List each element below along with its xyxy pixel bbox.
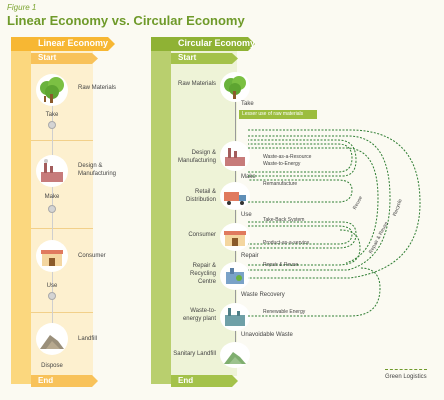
circular-start: Start <box>178 53 197 62</box>
linear-connector <box>52 88 53 353</box>
tree-icon <box>40 77 64 103</box>
landfill-icon <box>40 335 64 349</box>
circular-sanitary-node <box>220 342 250 368</box>
circular-loops <box>248 129 421 317</box>
circular-repair-node-label-2: Recycling <box>189 271 216 277</box>
circular-retail-label-1: Retail & <box>194 189 216 195</box>
circular-design-node <box>220 141 250 171</box>
linear-raw-materials-node <box>36 74 68 106</box>
loop-product-service: Product-as-a-service <box>263 240 310 246</box>
loop-take-back: Take-Back System <box>263 217 305 223</box>
linear-design-label-1: Design & <box>78 163 103 169</box>
circular-end: End <box>178 376 194 385</box>
circular-take-label: Take <box>241 101 254 107</box>
linear-use-label: Use <box>46 283 58 289</box>
truck-icon <box>224 192 246 205</box>
landfill-icon <box>224 352 246 364</box>
linear-consumer-label: Consumer <box>78 253 106 259</box>
loop-remanufacture: Remanufacture <box>263 181 298 187</box>
linear-separator <box>31 228 93 229</box>
circular-use-label: Use <box>241 212 252 218</box>
linear-design-node <box>36 155 68 187</box>
linear-panel <box>31 50 93 376</box>
recycling-icon <box>226 268 244 284</box>
tree-icon <box>224 76 246 99</box>
circular-unavoidable-label: Unavoidable Waste <box>241 332 293 338</box>
circular-vertical-bar <box>151 38 171 384</box>
circular-end-arrow <box>171 375 238 387</box>
linear-take-label: Take <box>45 112 59 118</box>
linear-end: End <box>38 376 54 385</box>
circular-design-label-1: Design & <box>191 150 216 156</box>
legend-label: Green Logistics <box>385 374 427 380</box>
linear-raw-materials-label: Raw Materials <box>78 85 117 91</box>
loop-waste-resource: Waste-as-a-Resource <box>263 154 312 160</box>
linear-landfill-label: Landfill <box>78 336 98 342</box>
figure-label: Figure 1 <box>7 3 37 12</box>
circular-retail-label-2: Distribution <box>185 197 216 203</box>
circular-consumer-label: Consumer <box>188 232 216 238</box>
linear-end-arrow <box>31 375 98 387</box>
circular-sanitary-label: Sanitary Landfill <box>173 351 216 357</box>
factory-icon <box>225 148 245 166</box>
linear-consumer-node <box>36 240 68 272</box>
circular-wte-node <box>220 303 250 331</box>
linear-vertical-bar <box>11 38 31 384</box>
linear-landfill-node <box>36 323 68 355</box>
page-title: Linear Economy vs. Circular Economy <box>7 13 245 28</box>
circular-repair-label: Repair <box>241 253 259 259</box>
circular-header: Circular Economy <box>178 38 256 48</box>
circular-header-arrow <box>151 37 255 51</box>
linear-header-arrow <box>11 37 115 51</box>
factory-icon <box>41 159 63 182</box>
power-plant-icon <box>225 308 245 326</box>
circular-repair-node-label-3: Centre <box>197 279 216 285</box>
circular-raw-materials-label: Raw Materials <box>177 81 216 87</box>
circular-repair-node-label-1: Repair & <box>192 263 216 269</box>
linear-separator <box>31 140 93 141</box>
store-icon <box>41 250 63 266</box>
linear-start: Start <box>38 53 57 62</box>
circular-raw-materials-node <box>220 72 250 102</box>
linear-take-dot <box>48 121 56 129</box>
loop-renewable-energy: Renewable Energy <box>263 309 306 315</box>
linear-use-dot <box>48 292 56 300</box>
lesser-use-label: Lesser use of raw materials <box>242 111 304 117</box>
circular-retail-node <box>220 182 250 210</box>
legend-line <box>385 369 427 370</box>
linear-design-label-2: Manufacturing <box>78 171 117 177</box>
circular-wte-label-2: energy plant <box>182 316 216 322</box>
lesser-use-box <box>239 110 317 119</box>
circular-make-label: Make <box>241 174 256 180</box>
linear-make-dot <box>48 205 56 213</box>
linear-make-label: Make <box>44 194 60 200</box>
loop-repair-reuse: Repair & Reuse <box>263 262 299 268</box>
linear-separator <box>31 312 93 313</box>
circular-repair-node <box>220 262 250 290</box>
circular-consumer-node <box>220 223 250 251</box>
circular-waste-recovery-label: Waste Recovery <box>241 292 285 298</box>
linear-dispose-label: Dispose <box>41 363 63 369</box>
linear-start-arrow <box>31 53 98 64</box>
store-icon <box>224 231 246 246</box>
circular-wte-label-1: Waste-to- <box>190 308 216 314</box>
circular-design-label-2: Manufacturing <box>177 158 216 164</box>
loop-waste-energy: Waste-to-Energy <box>263 161 301 167</box>
linear-header: Linear Economy <box>38 38 109 48</box>
circular-start-arrow <box>171 53 238 64</box>
